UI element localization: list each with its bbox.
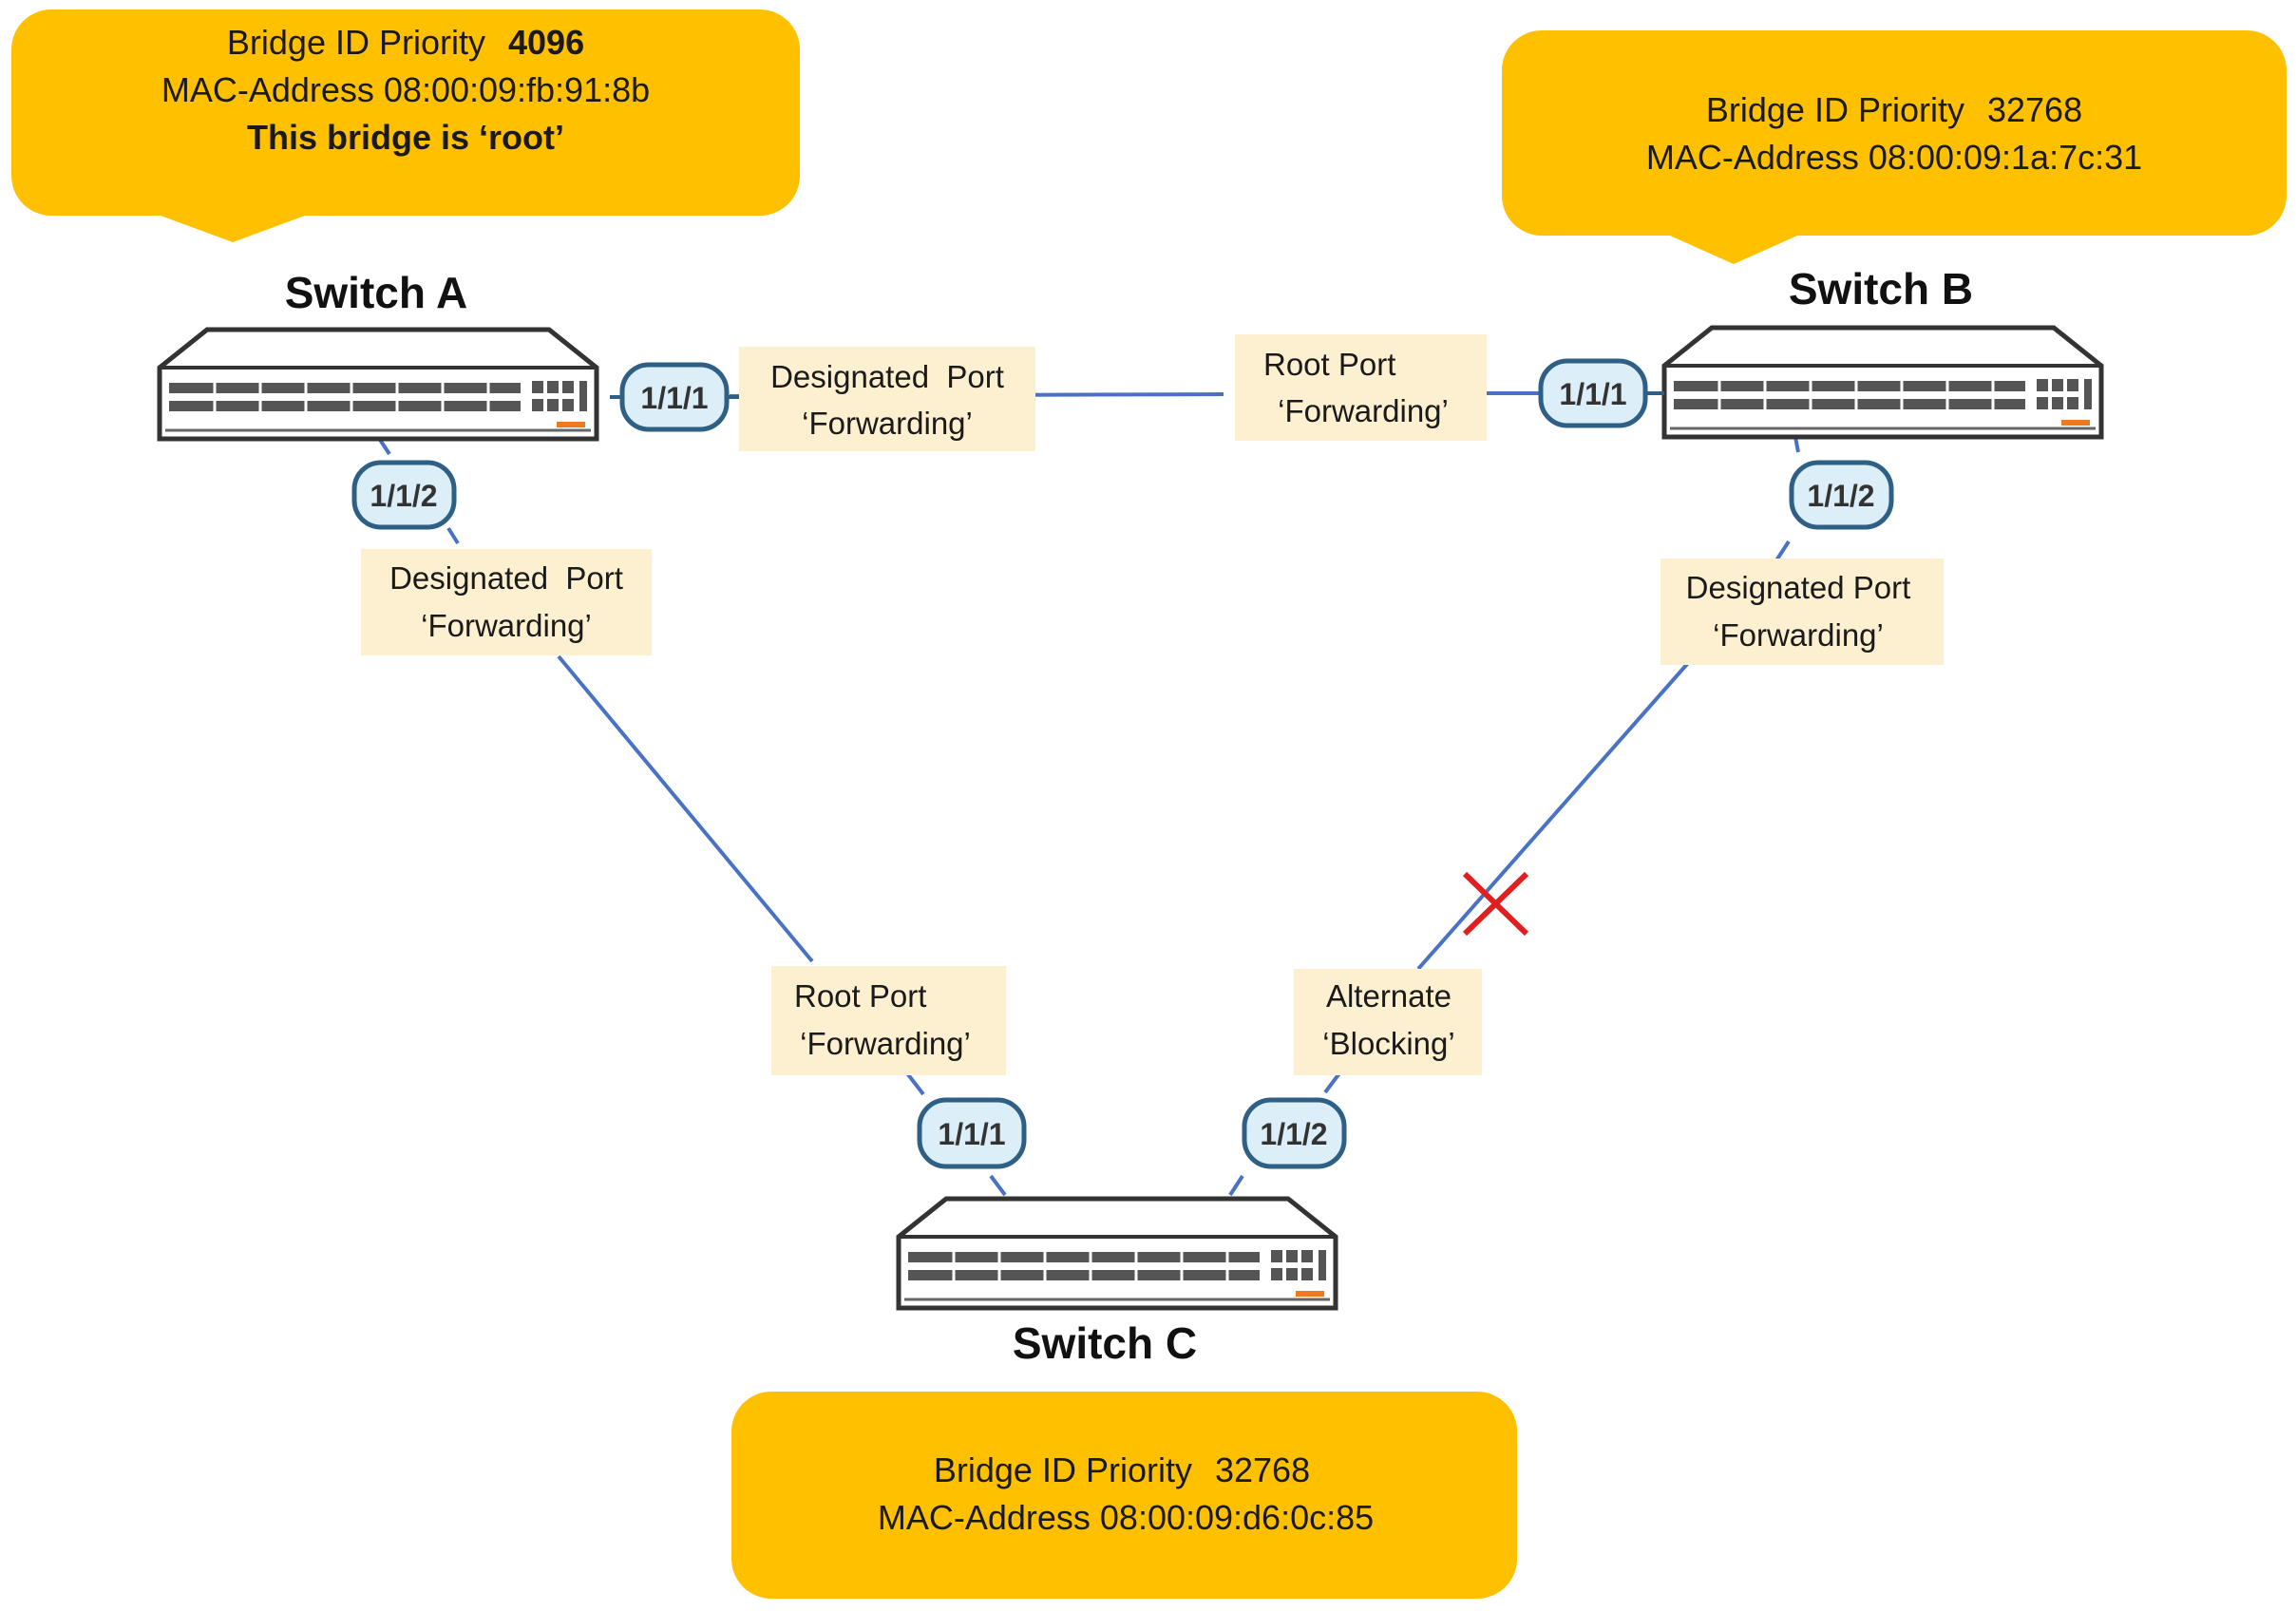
link-a-stub-2 xyxy=(446,526,460,545)
port-label-a-1-state: ‘Forwarding’ xyxy=(802,406,973,441)
port-label-c-2-state: ‘Blocking’ xyxy=(1322,1026,1454,1061)
callout-c-mac: MAC-Address 08:00:09:d6:0c:85 xyxy=(878,1498,1374,1537)
links xyxy=(376,391,1800,1197)
port-label-a-2-state: ‘Forwarding’ xyxy=(421,608,592,643)
port-label-b-1-state: ‘Forwarding’ xyxy=(1278,393,1449,428)
port-label-a-1: Designated Port ‘Forwarding’ xyxy=(739,347,1035,451)
port-label-a-2-role: Designated Port xyxy=(389,560,623,596)
callout-b-mac: MAC-Address 08:00:09:1a:7c:31 xyxy=(1646,138,2142,177)
callout-a-priority-label: Bridge ID Priority xyxy=(227,23,485,62)
callout-a-mac: MAC-Address 08:00:09:fb:91:8b xyxy=(161,70,650,109)
switch-b-title: Switch B xyxy=(1789,264,1973,313)
callout-switch-a: Bridge ID Priority 4096 MAC-Address 08:0… xyxy=(11,9,800,242)
switch-c: Switch C xyxy=(899,1199,1336,1368)
port-label-c-1: Root Port ‘Forwarding’ xyxy=(771,966,1006,1075)
link-b-stub-2 xyxy=(1774,540,1791,562)
port-label-a-1-role: Designated Port xyxy=(770,359,1004,394)
switch-a-title: Switch A xyxy=(285,268,468,317)
callout-b-priority-value: 32768 xyxy=(1987,90,2082,129)
blocked-x-icon xyxy=(1462,871,1529,937)
port-label-b-1: Root Port ‘Forwarding’ xyxy=(1235,334,1487,441)
port-badge-c-1-label: 1/1/1 xyxy=(938,1117,1005,1151)
link-c1-stub-bottom xyxy=(989,1174,1007,1197)
port-badge-a-2: 1/1/2 xyxy=(351,460,457,530)
port-badge-b-1-label: 1/1/1 xyxy=(1559,377,1626,411)
svg-text:Bridge ID Priority 32768: Bridge ID Priority 32768 xyxy=(1706,90,2082,129)
svg-text:Bridge ID Priority 32768: Bridge ID Priority 32768 xyxy=(934,1450,1310,1489)
network-switch-icon xyxy=(160,330,597,439)
port-badge-c-2-label: 1/1/2 xyxy=(1260,1117,1327,1151)
callout-switch-c: Bridge ID Priority 32768 MAC-Address 08:… xyxy=(731,1392,1517,1599)
port-label-c-1-role: Root Port xyxy=(794,978,926,1014)
callout-c-priority-label: Bridge ID Priority xyxy=(934,1450,1192,1489)
link-a-c xyxy=(557,654,814,963)
callout-c-priority-value: 32768 xyxy=(1215,1450,1310,1489)
callout-a-root-note: This bridge is ‘root’ xyxy=(247,118,564,157)
link-b-stub xyxy=(1793,436,1800,453)
port-label-c-2: Alternate ‘Blocking’ xyxy=(1294,969,1482,1075)
port-label-a-2: Designated Port ‘Forwarding’ xyxy=(361,549,652,655)
port-label-b-2-role: Designated Port xyxy=(1686,570,1911,605)
port-label-c-1-state: ‘Forwarding’ xyxy=(800,1026,971,1061)
port-label-c-2-role: Alternate xyxy=(1326,978,1452,1014)
port-label-b-1-role: Root Port xyxy=(1263,347,1395,382)
link-b-c xyxy=(1416,661,1690,971)
port-badge-c-2: 1/1/2 xyxy=(1242,1097,1347,1169)
switch-c-title: Switch C xyxy=(1013,1318,1197,1368)
svg-text:Bridge ID Priority 4096: Bridge ID Priority 4096 xyxy=(227,23,584,62)
port-badge-b-1: 1/1/1 xyxy=(1538,358,1664,428)
link-c2-stub-top xyxy=(1323,1071,1341,1094)
switch-b: Switch B xyxy=(1664,264,2101,437)
link-c1-stub-top xyxy=(905,1071,925,1096)
callout-a-priority-value: 4096 xyxy=(508,23,584,62)
port-badge-c-1: 1/1/1 xyxy=(917,1097,1027,1169)
network-switch-icon xyxy=(1664,328,2101,437)
network-switch-icon xyxy=(899,1199,1336,1308)
callout-switch-b: Bridge ID Priority 32768 MAC-Address 08:… xyxy=(1502,30,2287,264)
switch-a: Switch A xyxy=(160,268,597,439)
port-badge-a-2-label: 1/1/2 xyxy=(370,479,437,513)
port-badge-a-1-label: 1/1/1 xyxy=(640,381,708,415)
port-badge-a-1: 1/1/1 xyxy=(610,362,739,432)
link-c2-stub-bottom xyxy=(1228,1174,1244,1197)
port-badge-b-2: 1/1/2 xyxy=(1789,460,1894,530)
port-label-b-2: Designated Port ‘Forwarding’ xyxy=(1660,559,1944,665)
port-label-b-2-state: ‘Forwarding’ xyxy=(1713,617,1884,653)
port-badge-b-2-label: 1/1/2 xyxy=(1807,479,1874,513)
callout-b-priority-label: Bridge ID Priority xyxy=(1706,90,1964,129)
